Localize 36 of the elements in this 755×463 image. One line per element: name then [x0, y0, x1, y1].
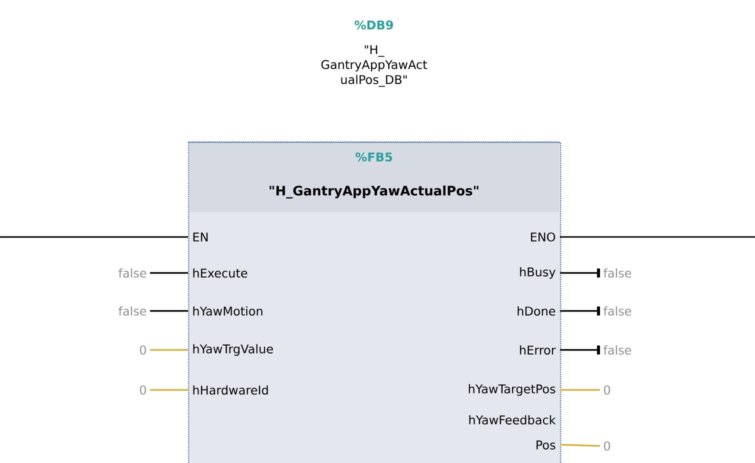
instance-number: %DB9 [354, 20, 393, 30]
function-block [188, 141, 562, 463]
block-name: "H_GantryAppYawActualPos" [270, 186, 478, 198]
connection-line [150, 310, 188, 312]
pin-name: EN [193, 232, 208, 242]
pin-name: hDone [518, 306, 556, 316]
constant-value: 0 [604, 385, 610, 395]
connection-line [560, 268, 600, 278]
connection-line [0, 236, 188, 238]
constant-value: false [603, 268, 632, 278]
pin-name: hYawTrgValue [193, 344, 273, 356]
pin-name: hYawFeedback Pos [469, 415, 556, 450]
connection-line [560, 306, 600, 316]
pin-name: ENO [530, 232, 556, 242]
constant-value: false [118, 306, 146, 316]
connection-line [560, 345, 600, 354]
instance-name: "H_ GantryAppYawAct ualPos_DB" [321, 45, 428, 87]
pin-name: hExecute [193, 268, 248, 278]
pin-name: hBusy [520, 267, 556, 279]
constant-value: 0 [140, 345, 146, 355]
connection-line [150, 349, 188, 351]
connection-line [150, 389, 188, 391]
block-number: %FB5 [356, 152, 392, 162]
constant-value: 0 [140, 385, 146, 395]
pin-name: hHardwareId [193, 385, 268, 395]
constant-value: false [118, 268, 146, 278]
pin-name: hError [520, 345, 556, 355]
connection-line [150, 272, 188, 274]
pin-name: hYawTargetPos [468, 384, 556, 396]
constant-value: false [603, 306, 632, 316]
connection-line [560, 389, 600, 391]
connection-line [560, 444, 600, 447]
constant-value: 0 [604, 441, 610, 451]
pin-name: hYawMotion [193, 306, 262, 316]
constant-value: false [603, 345, 632, 355]
connection-line [560, 236, 755, 238]
